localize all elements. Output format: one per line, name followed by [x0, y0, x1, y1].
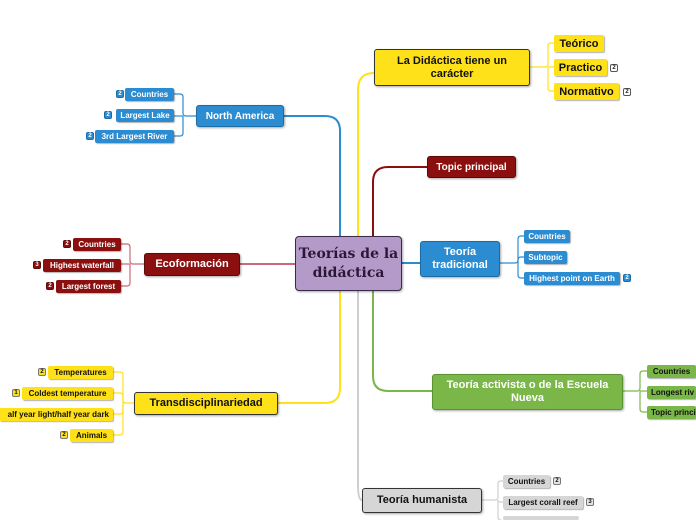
branch-teoria-tradicional[interactable]: Teoría tradicional: [420, 241, 500, 277]
humanista-child-partial: [503, 516, 579, 520]
north-america-child-3rd-river[interactable]: 3rd Largest River: [95, 130, 174, 143]
ecoformacion-child-highest-waterfall[interactable]: Highest waterfall: [43, 259, 121, 272]
humanista-child-largest-reef[interactable]: Largest corall reef: [503, 496, 583, 509]
caracter-child-normativo[interactable]: Normativo: [554, 83, 619, 100]
branch-teoria-activista[interactable]: Teoría activista o de la Escuela Nueva: [432, 374, 623, 410]
transdisciplinariedad-child-half-year[interactable]: alf year light/half year dark: [0, 408, 113, 421]
badge-icon: 2: [623, 88, 631, 96]
badge-icon: 2: [623, 274, 631, 282]
branch-topic-principal[interactable]: Topic principal: [427, 156, 516, 178]
tradicional-child-subtopic[interactable]: Subtopic: [524, 251, 567, 264]
branch-north-america[interactable]: North America: [196, 105, 284, 127]
tradicional-child-highest-point[interactable]: Highest point on Earth: [524, 272, 620, 285]
connector-north-america: [284, 115, 341, 236]
branch-teoria-humanista[interactable]: Teoría humanista: [362, 488, 482, 513]
north-america-child-countries[interactable]: Countries: [125, 88, 174, 101]
connector-humanista: [357, 291, 363, 501]
badge-icon: 2: [553, 477, 561, 485]
badge-icon: 2: [610, 64, 618, 72]
activista-child-countries[interactable]: Countries: [647, 365, 696, 378]
badge-icon: 2: [86, 132, 94, 140]
central-topic[interactable]: Teorías de la didáctica: [295, 236, 402, 291]
badge-icon: 2: [38, 368, 46, 376]
badge-icon: 2: [116, 90, 124, 98]
branch-caracter[interactable]: La Didáctica tiene un carácter: [374, 49, 530, 86]
transdisciplinariedad-child-animals[interactable]: Animals: [70, 429, 113, 442]
caracter-child-practico[interactable]: Practico: [554, 59, 607, 76]
transdisciplinariedad-child-coldest[interactable]: Coldest temperature: [22, 387, 113, 400]
ecoformacion-child-largest-forest[interactable]: Largest forest: [56, 280, 121, 293]
humanista-child-countries[interactable]: Countries: [503, 475, 550, 488]
badge-icon: 2: [46, 282, 54, 290]
connector-activista: [372, 291, 432, 392]
ecoformacion-child-countries[interactable]: Countries: [73, 238, 121, 251]
badge-icon: 1: [12, 389, 20, 397]
badge-icon: 3: [33, 261, 41, 269]
badge-icon: 3: [586, 498, 594, 506]
connector-transdisciplinariedad: [278, 291, 341, 404]
badge-icon: 2: [60, 431, 68, 439]
caracter-child-teorico[interactable]: Teórico: [554, 35, 604, 52]
north-america-child-largest-lake[interactable]: Largest Lake: [116, 109, 174, 122]
transdisciplinariedad-child-temperatures[interactable]: Temperatures: [48, 366, 113, 379]
branch-transdisciplinariedad[interactable]: Transdisciplinariedad: [134, 392, 278, 415]
activista-child-longest-river[interactable]: Longest riv: [647, 386, 696, 399]
connector-caracter: [357, 72, 375, 236]
badge-icon: 2: [104, 111, 112, 119]
connector-topic: [372, 166, 427, 236]
activista-child-topic-principal[interactable]: Topic princi: [647, 406, 696, 419]
branch-ecoformacion[interactable]: Ecoformación: [144, 253, 240, 276]
badge-icon: 2: [63, 240, 71, 248]
tradicional-child-countries[interactable]: Countries: [524, 230, 570, 243]
